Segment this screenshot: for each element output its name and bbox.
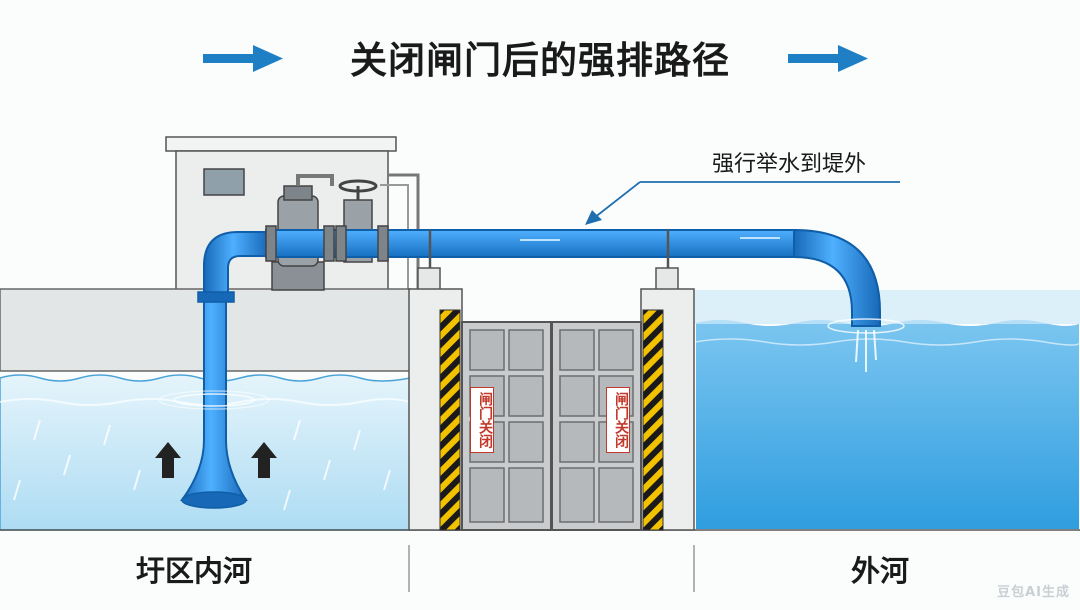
watermark: 豆包AI生成 bbox=[997, 585, 1070, 600]
gate-closed-sign-left: 闸门关闭 bbox=[470, 387, 494, 453]
inner-river-label: 圩区内河 bbox=[136, 554, 253, 588]
callout-arrow-icon bbox=[585, 181, 900, 225]
page-title: 关闭闸门后的强排路径 bbox=[350, 39, 730, 82]
upflow-arrow-right-icon bbox=[251, 442, 277, 478]
title-arrow-right-icon bbox=[788, 45, 868, 72]
upflow-arrow-left-icon bbox=[155, 442, 181, 478]
callout-label: 强行举水到堤外 bbox=[712, 152, 867, 177]
rain-streaks bbox=[13, 419, 391, 511]
outflow-streams bbox=[855, 329, 877, 372]
gate-pillar-right bbox=[640, 267, 695, 531]
outer-river-water bbox=[694, 318, 1080, 531]
outer-river-label: 外河 bbox=[851, 554, 910, 588]
title-arrow-left-icon bbox=[203, 45, 283, 72]
sluice-gate bbox=[461, 321, 642, 531]
gate-pillar-left bbox=[408, 267, 463, 531]
gate-closed-sign-right: 闸门关闭 bbox=[606, 387, 630, 453]
